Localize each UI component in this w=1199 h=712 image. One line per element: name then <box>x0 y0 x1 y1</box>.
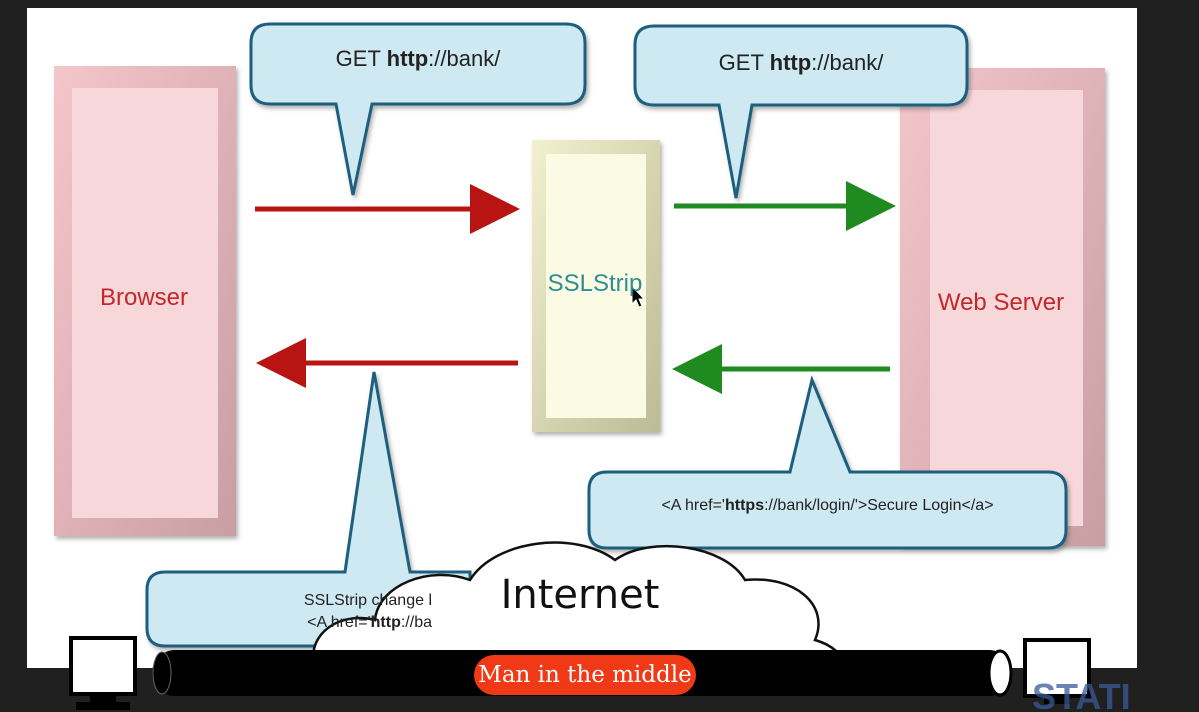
corner-watermark: STATI <box>1032 676 1131 712</box>
callout-response-sslstrip-text: SSLStrip change l <A href='http://ba <box>152 590 432 634</box>
callout-request-right-text: GET http://bank/ <box>639 50 963 76</box>
response-server-suffix: ://bank/login/'>Secure Login</a> <box>764 497 994 514</box>
request-right-prefix: GET <box>718 50 770 75</box>
web-server-box <box>900 68 1105 546</box>
response-server-protocol: https <box>724 497 765 514</box>
response-sslstrip-line2-suffix: ://ba <box>400 614 432 631</box>
man-in-the-middle-label: Man in the middle <box>474 655 696 695</box>
request-right-protocol: http <box>769 50 812 75</box>
monitor-icon-right <box>1023 638 1091 704</box>
callout-response-server-text: <A href='https://bank/login/'>Secure Log… <box>593 497 1062 515</box>
callout-response-server <box>587 375 1068 550</box>
response-sslstrip-line2-prefix: <A href=' <box>307 614 371 631</box>
request-left-protocol: http <box>386 46 429 71</box>
callout-request-right <box>633 24 969 199</box>
request-left-prefix: GET <box>335 46 387 71</box>
browser-label: Browser <box>99 284 189 311</box>
response-sslstrip-line2: <A href='http://ba <box>152 612 432 634</box>
internet-label: Internet <box>500 572 660 618</box>
browser-box <box>54 66 236 536</box>
mouse-cursor-icon <box>631 284 646 308</box>
web-server-label: Web Server <box>937 289 1065 316</box>
sslstrip-box <box>532 140 660 432</box>
callout-request-left <box>249 22 587 196</box>
response-server-prefix: <A href=' <box>661 497 725 514</box>
request-right-suffix: ://bank/ <box>811 50 884 75</box>
sslstrip-label: SSLStrip <box>547 270 643 297</box>
callout-request-left-text: GET http://bank/ <box>255 46 581 72</box>
response-sslstrip-line1: SSLStrip change l <box>303 592 432 609</box>
response-sslstrip-line2-protocol: http <box>370 614 401 631</box>
monitor-icon-left <box>69 636 137 710</box>
request-left-suffix: ://bank/ <box>428 46 501 71</box>
